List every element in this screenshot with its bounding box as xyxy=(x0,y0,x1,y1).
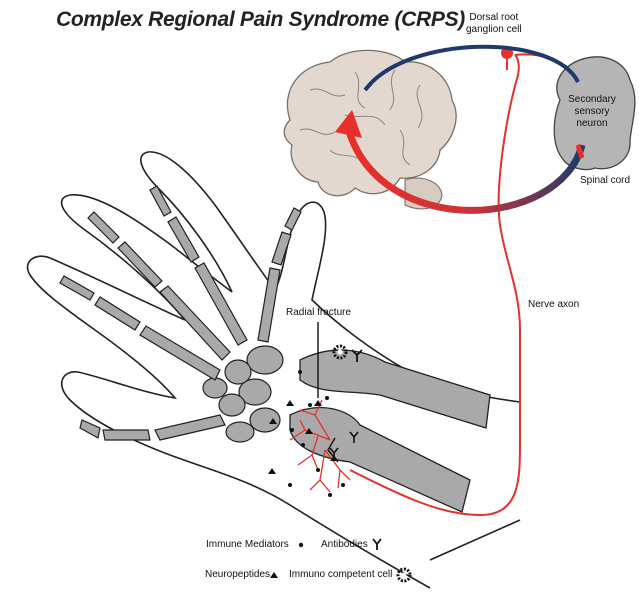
secondary-neuron-label-line2: sensory xyxy=(560,106,624,118)
dorsal-root-label-line1: Dorsal root xyxy=(466,12,522,24)
radius-bone xyxy=(290,408,470,512)
secondary-neuron-label-line1: Secondary xyxy=(560,94,624,106)
forearm-bones xyxy=(290,350,490,512)
dorsal-root-label-line2: ganglion cell xyxy=(466,24,522,36)
dorsal-root-label: Dorsal root ganglion cell xyxy=(466,12,522,36)
legend-dot-icon xyxy=(299,543,303,547)
secondary-neuron-label: Secondary sensory neuron xyxy=(560,94,624,130)
radial-fracture-label: Radial fracture xyxy=(286,307,351,318)
legend-antibody-icon xyxy=(373,539,381,550)
diagram-title: Complex Regional Pain Syndrome (CRPS) xyxy=(56,8,465,32)
secondary-neuron-label-line3: neuron xyxy=(560,118,624,130)
legend-neuropeptides: Neuropeptides xyxy=(205,569,270,580)
nerve-axon-label: Nerve axon xyxy=(528,299,579,310)
legend-immuno-competent-cell: Immuno competent cell xyxy=(289,569,392,580)
spinal-cord-label: Spinal cord xyxy=(580,175,630,186)
brain xyxy=(284,50,456,209)
legend-triangle-icon xyxy=(270,572,278,578)
dorsal-root-ganglion-cell xyxy=(501,47,513,70)
legend-antibodies: Antibodies xyxy=(321,539,368,550)
legend-immune-mediators: Immune Mediators xyxy=(206,539,289,550)
